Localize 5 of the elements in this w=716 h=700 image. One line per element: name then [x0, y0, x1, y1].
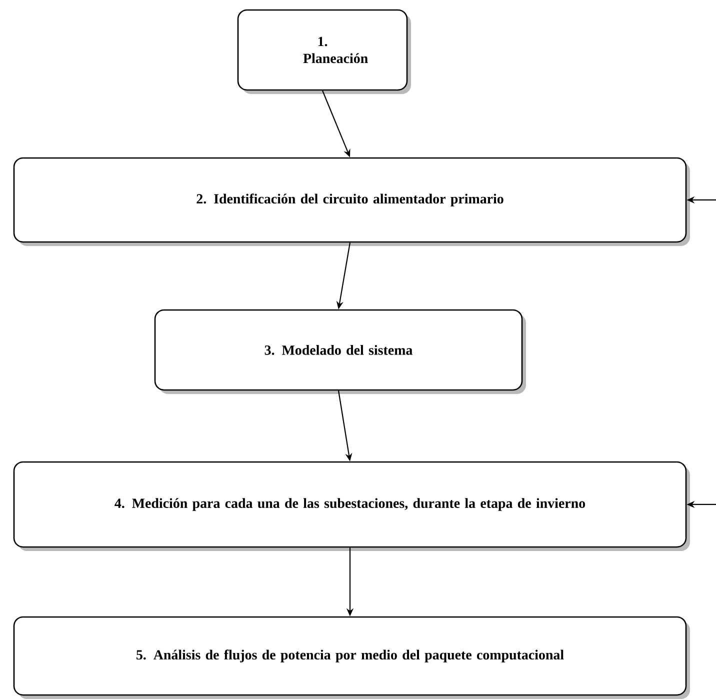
process-box: 2. Identificación del circuito alimentador primario	[13, 157, 690, 246]
process-box: 3. Modelado del sistema	[154, 309, 526, 394]
process-box: 5. Análisis de flujos de potencia por medio del paquete computacional	[13, 616, 690, 699]
process-box: 4. Medición para cada una de las subestaciones, durante la etapa de invierno	[13, 461, 690, 551]
process-box: 1. Planeación	[237, 9, 411, 94]
